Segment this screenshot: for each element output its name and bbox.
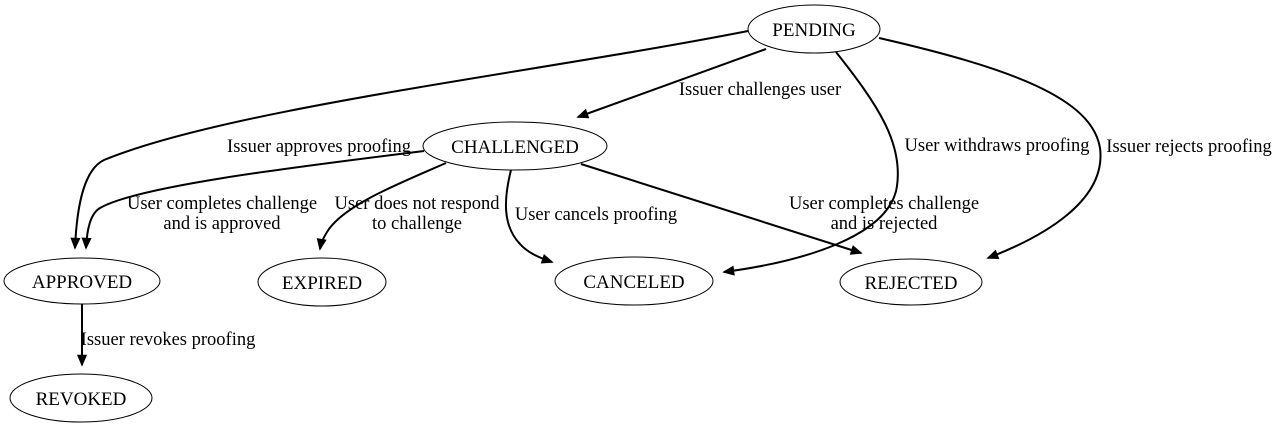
edge-line [316, 162, 447, 251]
node-label: CHALLENGED [451, 137, 579, 158]
state-node-revoked: REVOKED [9, 373, 153, 423]
state-node-expired: EXPIRED [257, 257, 387, 307]
node-label: REJECTED [865, 273, 958, 294]
node-label: CANCELED [583, 272, 684, 293]
node-label: PENDING [772, 20, 856, 41]
edge-label: Issuer challenges user [679, 80, 841, 100]
state-node-rejected: REJECTED [839, 258, 983, 306]
edge-pending-canceled: User withdraws proofing [722, 51, 1090, 276]
edge-line [81, 150, 425, 250]
edge-label: and is approved [163, 214, 281, 234]
edge-label: User does not respond [335, 194, 501, 214]
edge-challenged-rejected: User completes challenge and is rejected [580, 163, 979, 255]
node-ellipse [9, 373, 153, 423]
edge-label: User cancels proofing [515, 205, 677, 225]
edge-challenged-approved: User completes challenge and is approved [81, 150, 425, 250]
edge-pending-rejected: Issuer rejects proofing [878, 37, 1272, 260]
state-node-approved: APPROVED [3, 257, 161, 305]
edge-line [878, 37, 1102, 260]
edge-label: Issuer revokes proofing [81, 330, 256, 350]
edge-label: User withdraws proofing [905, 136, 1090, 156]
edge-label: User completes challenge [127, 194, 317, 214]
state-node-pending: PENDING [747, 4, 881, 54]
node-label: APPROVED [32, 272, 132, 293]
node-ellipse [839, 258, 983, 306]
node-label: REVOKED [36, 389, 127, 410]
node-ellipse [554, 256, 714, 306]
node-ellipse [257, 257, 387, 307]
edge-line [580, 163, 863, 255]
edge-pending-approved: Issuer approves proofing [70, 30, 749, 250]
node-ellipse [3, 257, 161, 305]
edge-pending-challenged: Issuer challenges user [576, 48, 841, 119]
node-ellipse [422, 121, 608, 171]
edge-label: Issuer rejects proofing [1106, 137, 1271, 157]
edge-label: to challenge [372, 214, 462, 234]
edge-label: Issuer approves proofing [227, 137, 411, 157]
edge-line [504, 169, 554, 264]
edge-label: User completes challenge [789, 194, 979, 214]
state-node-canceled: CANCELED [554, 256, 714, 306]
edge-challenged-canceled: User cancels proofing [504, 169, 677, 264]
edge-challenged-expired: User does not respond to challenge [316, 162, 501, 251]
node-label: EXPIRED [282, 273, 362, 294]
edge-line [722, 51, 899, 276]
edge-approved-revoked: Issuer revokes proofing [76, 304, 256, 367]
node-ellipse [747, 4, 881, 54]
edge-line [70, 30, 749, 250]
state-node-challenged: CHALLENGED [422, 121, 608, 171]
edge-label: and is rejected [831, 214, 939, 234]
edge-line [576, 48, 767, 119]
